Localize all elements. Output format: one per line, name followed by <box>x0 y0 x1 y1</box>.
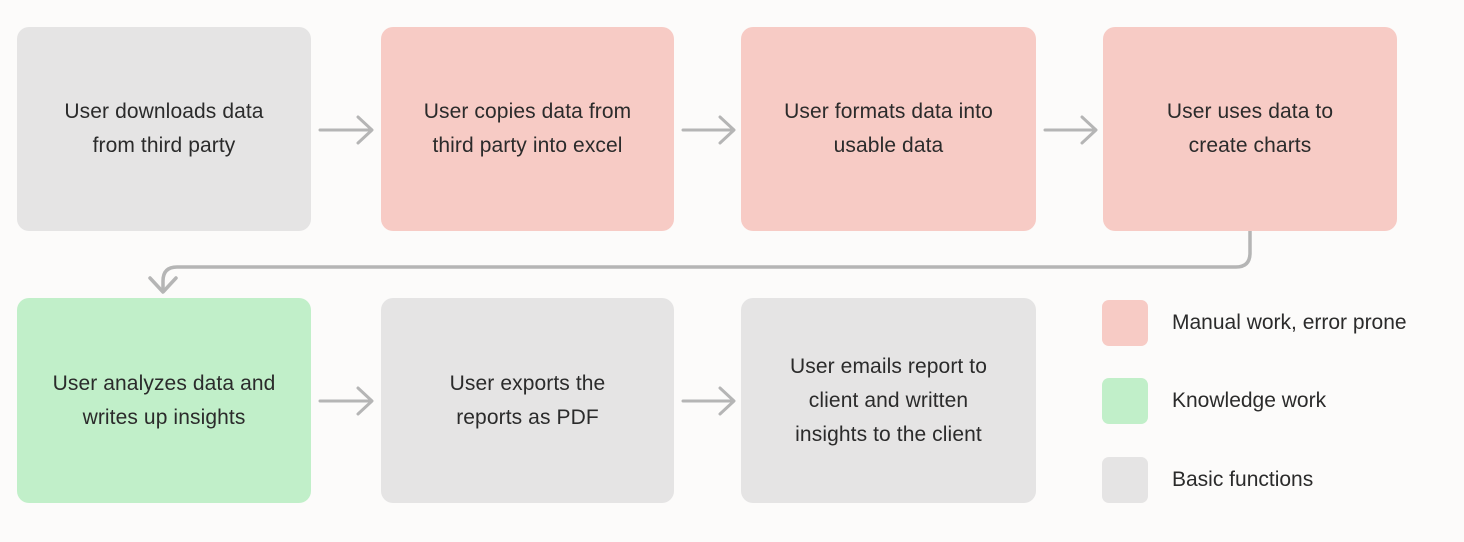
legend-item-knowledge-work: Knowledge work <box>1102 378 1326 424</box>
flow-node-user-exports-reports[interactable]: User exports the reports as PDF <box>381 298 674 503</box>
legend-item-label: Knowledge work <box>1172 389 1327 412</box>
flow-node-label: User formats data into usable data <box>784 100 993 157</box>
arrow-node3-to-node4 <box>1043 115 1098 145</box>
flow-node-label: User exports the reports as PDF <box>449 371 606 429</box>
arrow-node1-to-node2 <box>318 115 374 145</box>
legend-item-manual-work: Manual work, error prone <box>1102 300 1407 346</box>
arrow-node2-to-node3 <box>681 115 736 145</box>
knowledge-work-swatch <box>1102 378 1148 424</box>
manual-work-swatch <box>1102 300 1148 346</box>
arrow-node6-to-node7 <box>681 386 736 416</box>
flow-node-label: User emails report to client and written… <box>790 354 987 446</box>
flow-node-label: User downloads data from third party <box>64 100 264 157</box>
legend-item-basic-functions: Basic functions <box>1102 457 1313 503</box>
flow-node-user-creates-charts[interactable]: User uses data to create charts <box>1103 27 1397 231</box>
legend-item-label: Basic functions <box>1172 468 1314 491</box>
legend: Manual work, error prone Knowledge work … <box>1102 298 1464 504</box>
flow-node-label: User analyzes data and writes up insight… <box>52 371 276 429</box>
flow-node-user-formats-data[interactable]: User formats data into usable data <box>741 27 1036 231</box>
flow-node-user-copies-data[interactable]: User copies data from third party into e… <box>381 27 674 231</box>
flow-node-label: User copies data from third party into e… <box>423 100 632 157</box>
flow-node-user-emails-report[interactable]: User emails report to client and written… <box>741 298 1036 503</box>
flow-node-label: User uses data to create charts <box>1166 100 1334 157</box>
legend-item-label: Manual work, error prone <box>1172 311 1407 334</box>
basic-functions-swatch <box>1102 457 1148 503</box>
arrow-node5-to-node6 <box>318 386 374 416</box>
arrow-node4-to-node5-wrap <box>148 229 1252 294</box>
flow-node-user-downloads-data[interactable]: User downloads data from third party <box>17 27 311 231</box>
flow-node-user-analyzes-data[interactable]: User analyzes data and writes up insight… <box>17 298 311 503</box>
